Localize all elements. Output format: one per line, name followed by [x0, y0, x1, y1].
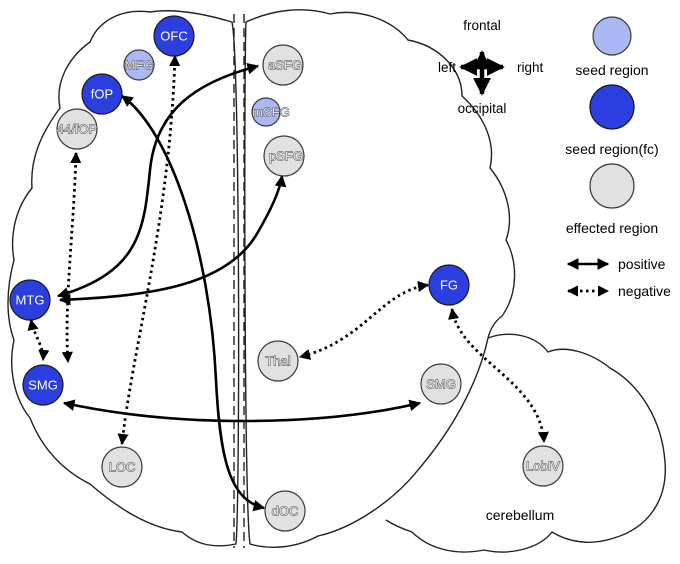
compass-frontal-label: frontal	[463, 18, 501, 33]
region-doc-node	[264, 490, 306, 532]
region-lobiv: LobIV	[522, 445, 564, 487]
compass-right-label: right	[517, 60, 544, 75]
region-ofc-node	[153, 15, 195, 57]
region-msfg-label: mSFG	[252, 105, 290, 120]
legend-seed-swatch	[592, 16, 632, 56]
edge-44fop-smg-negative	[61, 151, 82, 364]
region-smg-left-node	[22, 364, 64, 406]
region-thal-node	[257, 340, 299, 382]
connections	[27, 54, 549, 512]
edge-fg-thal-negative	[298, 280, 430, 360]
cerebellum-label: cerebellum	[486, 507, 554, 523]
legend-seed-fc-label: seed region(fc)	[565, 141, 658, 157]
legend-positive-label: positive	[618, 256, 666, 272]
region-mfg: MFG	[123, 49, 155, 81]
region-mtg: MTG	[9, 279, 51, 321]
legend: seed region seed region(fc) effected reg…	[565, 16, 671, 299]
region-msfg-node	[251, 97, 281, 127]
region-mfg-label: MFG	[125, 58, 154, 73]
region-mtg-label: MTG	[16, 293, 45, 308]
edge-mtg-smg-negative	[27, 318, 50, 362]
region-fg: FG	[428, 264, 470, 306]
region-asfg: aSFG	[262, 44, 304, 86]
region-ofc: OFC	[153, 15, 195, 57]
region-doc-label: dOC	[272, 504, 299, 519]
region-doc: dOC	[264, 490, 306, 532]
region-44fop-label: 44/fOP	[57, 122, 97, 137]
region-fg-node	[428, 264, 470, 306]
cerebellum-outline	[385, 333, 666, 553]
legend-effected-swatch	[589, 163, 635, 209]
edge-fg-lobiv-negative	[448, 307, 549, 444]
region-fop: fOP	[81, 73, 123, 115]
region-fop-label: fOP	[91, 87, 113, 102]
region-asfg-label: aSFG	[268, 58, 302, 73]
region-psfg: pSFG	[263, 135, 305, 177]
region-mtg-node	[9, 279, 51, 321]
legend-seed-label: seed region	[575, 62, 648, 78]
regions: OFC MFG fOP 44/fOP aSFG mSFG pSFG MTG	[9, 15, 564, 532]
region-ofc-label: OFC	[160, 29, 187, 44]
region-smg-right: SMG	[420, 363, 462, 405]
region-lobiv-label: LobIV	[526, 459, 560, 474]
legend-effected-label: effected region	[566, 220, 658, 236]
region-smg-left-label: SMG	[28, 378, 58, 393]
region-msfg: mSFG	[251, 97, 290, 127]
region-mfg-node	[123, 49, 155, 81]
orientation-compass: frontal left right occipital	[438, 18, 544, 116]
region-44fop: 44/fOP	[56, 108, 98, 150]
region-thal: Thal	[257, 340, 299, 382]
left-hemisphere-outline	[7, 10, 240, 547]
legend-negative-label: negative	[618, 283, 671, 299]
region-loc: LOC	[101, 446, 143, 488]
region-44fop-node	[56, 108, 98, 150]
region-psfg-label: pSFG	[269, 149, 303, 164]
edge-fop-doc-positive	[121, 94, 266, 512]
edge-smg-smg-positive	[62, 399, 422, 423]
region-thal-label: Thal	[265, 354, 290, 369]
region-smg-left: SMG	[22, 364, 64, 406]
region-asfg-node	[262, 44, 304, 86]
region-psfg-node	[263, 135, 305, 177]
right-hemisphere-outline	[244, 9, 516, 548]
compass-left-label: left	[438, 60, 456, 75]
region-loc-label: LOC	[109, 460, 136, 475]
region-loc-node	[101, 446, 143, 488]
region-fg-label: FG	[440, 278, 458, 293]
region-lobiv-node	[522, 445, 564, 487]
region-fop-node	[81, 73, 123, 115]
legend-seed-fc-swatch	[589, 84, 635, 130]
region-smg-right-node	[420, 363, 462, 405]
compass-occipital-label: occipital	[458, 101, 507, 116]
region-smg-right-label: SMG	[426, 377, 456, 392]
